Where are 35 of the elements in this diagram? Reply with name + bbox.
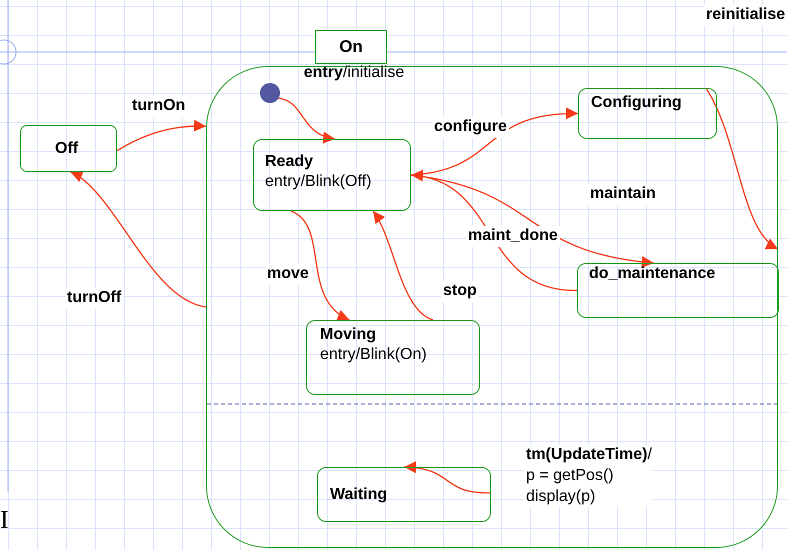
transition-label: move xyxy=(265,264,311,285)
state-box xyxy=(306,320,480,395)
transition-label: turnOn xyxy=(130,96,188,117)
state-box xyxy=(253,139,411,211)
state-box xyxy=(20,125,117,172)
transition-arrow xyxy=(70,171,206,308)
state-name: do_maintenance xyxy=(589,264,716,284)
state-name: Waiting xyxy=(330,484,388,504)
transition-label: maintain xyxy=(588,184,658,205)
transition-arrow xyxy=(290,210,350,321)
state-box xyxy=(577,263,779,318)
state-name: Ready xyxy=(265,152,314,172)
state-name: Off xyxy=(55,138,78,158)
state-box xyxy=(317,467,491,522)
state-name-tab: On xyxy=(315,30,387,64)
transition-label: tm(UpdateTime)/ p = getPos() display(p) xyxy=(524,445,653,508)
stray-text: I xyxy=(0,505,9,535)
entry-action: entry/initialise xyxy=(302,63,406,83)
state-name: Moving xyxy=(320,325,376,345)
transition-arrow xyxy=(410,108,578,176)
transition-label: maint_done xyxy=(466,226,560,247)
entry-action: entry/Blink(Off) xyxy=(265,172,372,192)
entry-action: entry/Blink(On) xyxy=(320,345,427,365)
transition-arrow xyxy=(372,210,434,321)
transition-label: configure xyxy=(432,117,509,138)
transition-label: turnOff xyxy=(65,288,124,309)
transition-label: stop xyxy=(441,281,479,302)
state-box xyxy=(578,88,717,139)
transition-arrow xyxy=(705,88,778,250)
transition-arrow xyxy=(276,97,336,143)
transition-label: reinitialise xyxy=(704,5,787,26)
state-name: Configuring xyxy=(591,93,682,113)
transition-arrow xyxy=(410,171,578,292)
transition-arrow xyxy=(404,462,492,494)
transition-arrow xyxy=(116,120,206,152)
